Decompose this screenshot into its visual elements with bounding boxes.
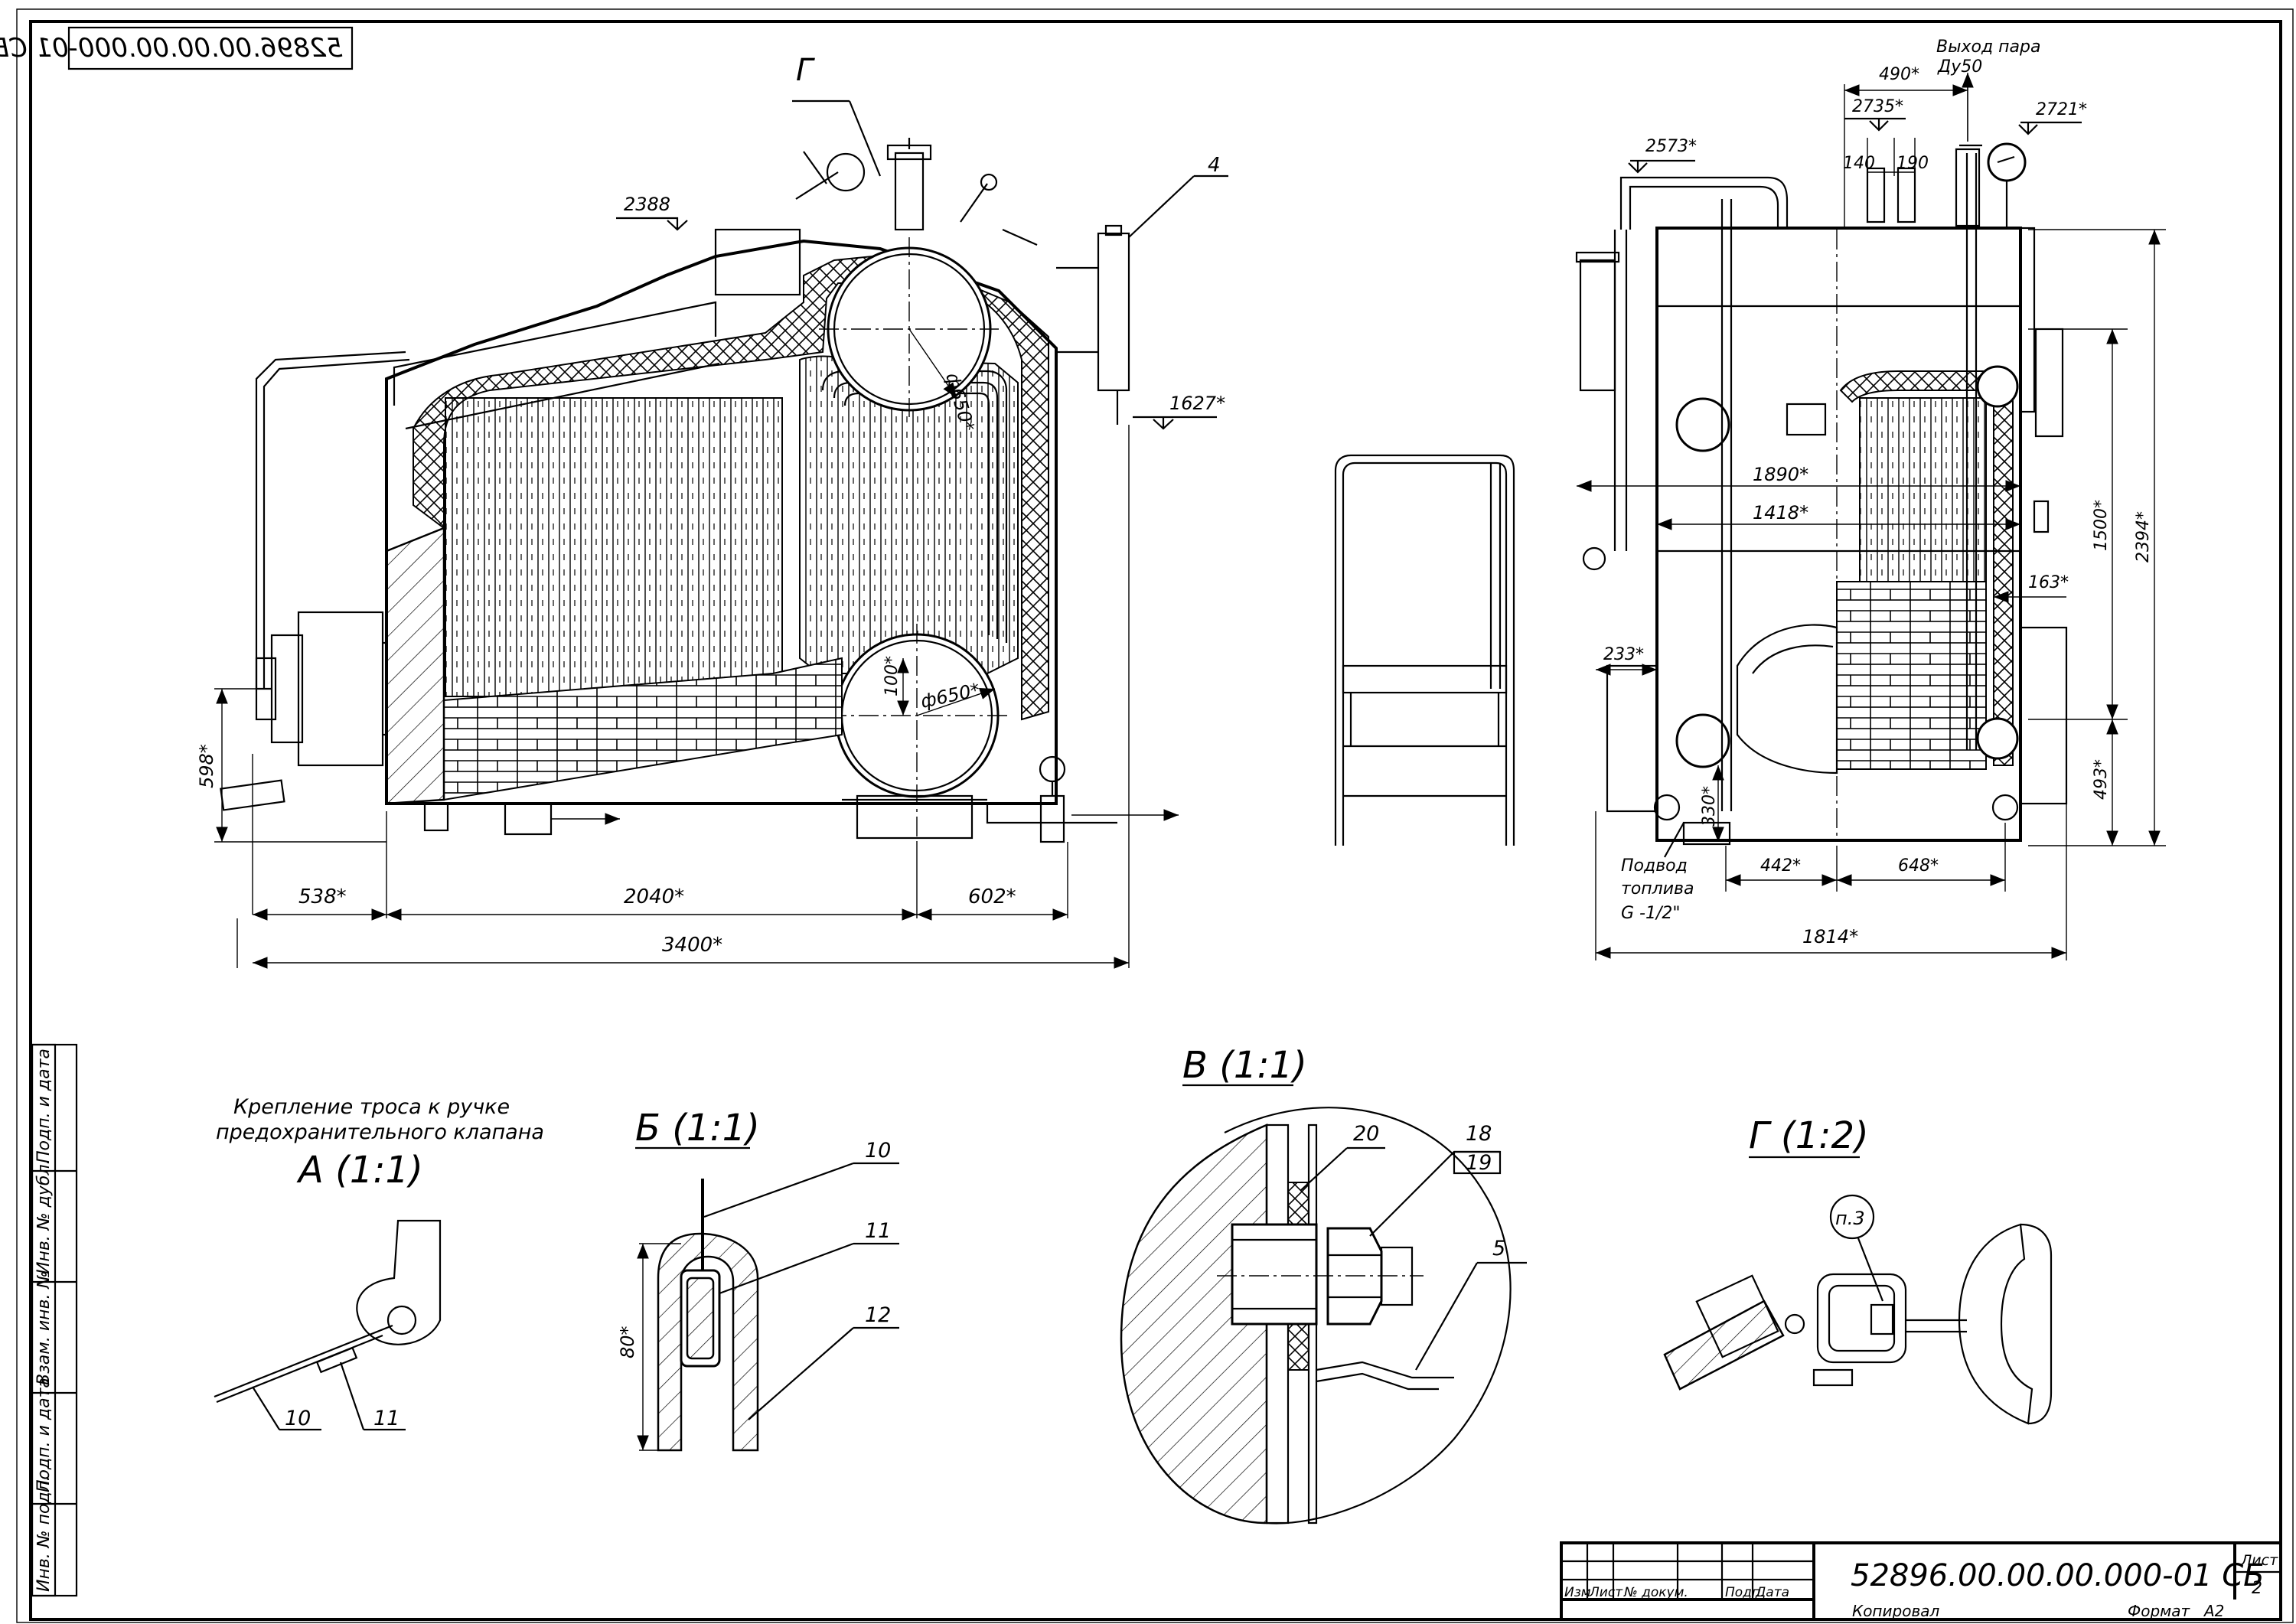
ladder-view bbox=[1334, 454, 1515, 846]
detail-b-title: Б (1:1) bbox=[635, 1107, 760, 1150]
detail-a-title: А (1:1) bbox=[296, 1149, 423, 1192]
mirrored-code-box: 52896.00.00.00.000-01 СБ bbox=[0, 26, 354, 70]
detail-v-title: В (1:1) bbox=[1182, 1044, 1307, 1087]
detail-v-callout-18: 18 bbox=[1466, 1122, 1492, 1146]
dim-602: 602* bbox=[968, 885, 1016, 908]
dim-648: 648* bbox=[1898, 856, 1939, 876]
dim-163: 163* bbox=[2028, 573, 2069, 592]
dim-2394: 2394* bbox=[2134, 511, 2153, 563]
dim-493: 493* bbox=[2092, 759, 2111, 800]
mirrored-drawing-code: 52896.00.00.00.000-01 СБ bbox=[0, 33, 343, 64]
dim-3400: 3400* bbox=[662, 934, 722, 957]
stamp-vzam-inv: Взам. инв. № bbox=[34, 1271, 54, 1385]
detail-g: Г (1:2) п.3 bbox=[1663, 1114, 2053, 1425]
copied-label: Копировал bbox=[1852, 1602, 1939, 1620]
detail-a-caption-2: предохранительного клапана bbox=[216, 1120, 544, 1144]
format-value: А2 bbox=[2203, 1602, 2224, 1620]
elev-2573: 2573* bbox=[1645, 137, 1697, 156]
fuel-inlet-1: Подвод bbox=[1621, 856, 1688, 876]
detail-b-dim-80: 80* bbox=[617, 1326, 638, 1358]
detail-b-callout-12: 12 bbox=[865, 1303, 891, 1327]
callout-part-4: 4 bbox=[1208, 154, 1221, 177]
detail-b-callout-10: 10 bbox=[865, 1139, 891, 1163]
dim-1814: 1814* bbox=[1802, 926, 1858, 947]
sheet-label: Лист bbox=[2240, 1552, 2278, 1569]
detail-a-caption-1: Крепление троса к ручке bbox=[233, 1095, 510, 1119]
format-label: Формат bbox=[2128, 1602, 2190, 1620]
dim-490: 490* bbox=[1879, 65, 1919, 84]
dim-100: 100* bbox=[882, 656, 902, 696]
stamp-podp-data-1: Подп. и дата bbox=[34, 1378, 54, 1492]
dim-2040: 2040* bbox=[624, 885, 684, 908]
elev-2388: 2388 bbox=[624, 194, 670, 215]
header-data: Дата bbox=[1755, 1585, 1789, 1600]
view-marker-g: Г bbox=[796, 53, 815, 88]
header-podp: Подп. bbox=[1725, 1585, 1764, 1600]
header-list: Лист bbox=[1589, 1585, 1623, 1600]
stamp-inv-dubl: Инв. № дубл. bbox=[34, 1159, 54, 1274]
detail-v: В (1:1) 20 18 19 5 bbox=[1120, 1044, 1527, 1525]
detail-g-title: Г (1:2) bbox=[1749, 1114, 1869, 1157]
elev-1627: 1627* bbox=[1169, 393, 1225, 414]
front-view: ф650* ф650* 100* bbox=[196, 53, 1228, 969]
dim-1500: 1500* bbox=[2092, 500, 2111, 551]
detail-g-note: п.3 bbox=[1835, 1208, 1865, 1229]
fuel-inlet-2: топлива bbox=[1621, 879, 1694, 898]
detail-v-callout-19: 19 bbox=[1466, 1151, 1492, 1175]
dim-538: 538* bbox=[298, 885, 347, 908]
stamp-inv-podl: Инв. № подл. bbox=[34, 1476, 54, 1592]
detail-a-callout-11: 11 bbox=[373, 1407, 400, 1430]
dim-233: 233* bbox=[1603, 645, 1644, 664]
dim-330: 330* bbox=[1700, 786, 1719, 827]
dim-442: 442* bbox=[1760, 856, 1801, 876]
detail-b: Б (1:1) 80* 10 11 12 bbox=[617, 1107, 899, 1452]
steam-outlet-dn: Ду50 bbox=[1937, 57, 1982, 77]
sheet-number: 2 bbox=[2252, 1579, 2262, 1598]
dim-1890: 1890* bbox=[1753, 464, 1808, 485]
elev-2735: 2735* bbox=[1852, 97, 1903, 116]
dim-1418: 1418* bbox=[1753, 502, 1808, 523]
drawing-code: 52896.00.00.00.000-01 СБ bbox=[1851, 1558, 2265, 1593]
detail-a-callout-10: 10 bbox=[285, 1407, 311, 1430]
fuel-inlet-3: G -1/2" bbox=[1621, 904, 1681, 923]
title-block: Изм Лист № докум. Подп. Дата 52896.00.00… bbox=[1560, 1541, 2282, 1621]
dim-140: 140 bbox=[1843, 154, 1875, 173]
detail-a: Крепление троса к ручке предохранительно… bbox=[214, 1095, 544, 1431]
detail-v-callout-5: 5 bbox=[1492, 1237, 1505, 1260]
detail-b-callout-11: 11 bbox=[865, 1219, 891, 1243]
header-izm: Изм bbox=[1564, 1585, 1591, 1600]
detail-v-callout-20: 20 bbox=[1353, 1122, 1379, 1146]
side-view: Выход пара Ду50 490* 2735* 2721* 2573* 1… bbox=[1575, 38, 2166, 960]
sheet-frame bbox=[16, 8, 2294, 1623]
stamp-podp-data-2: Подп. и дата bbox=[34, 1048, 54, 1163]
header-dokum: № докум. bbox=[1623, 1585, 1688, 1600]
elev-2721: 2721* bbox=[2036, 100, 2087, 119]
dim-190: 190 bbox=[1896, 154, 1929, 173]
side-stamp: Инв. № подл. Подп. и дата Взам. инв. № И… bbox=[31, 1043, 78, 1597]
dim-598: 598* bbox=[196, 744, 217, 788]
steam-outlet-label: Выход пара bbox=[1936, 38, 2040, 57]
